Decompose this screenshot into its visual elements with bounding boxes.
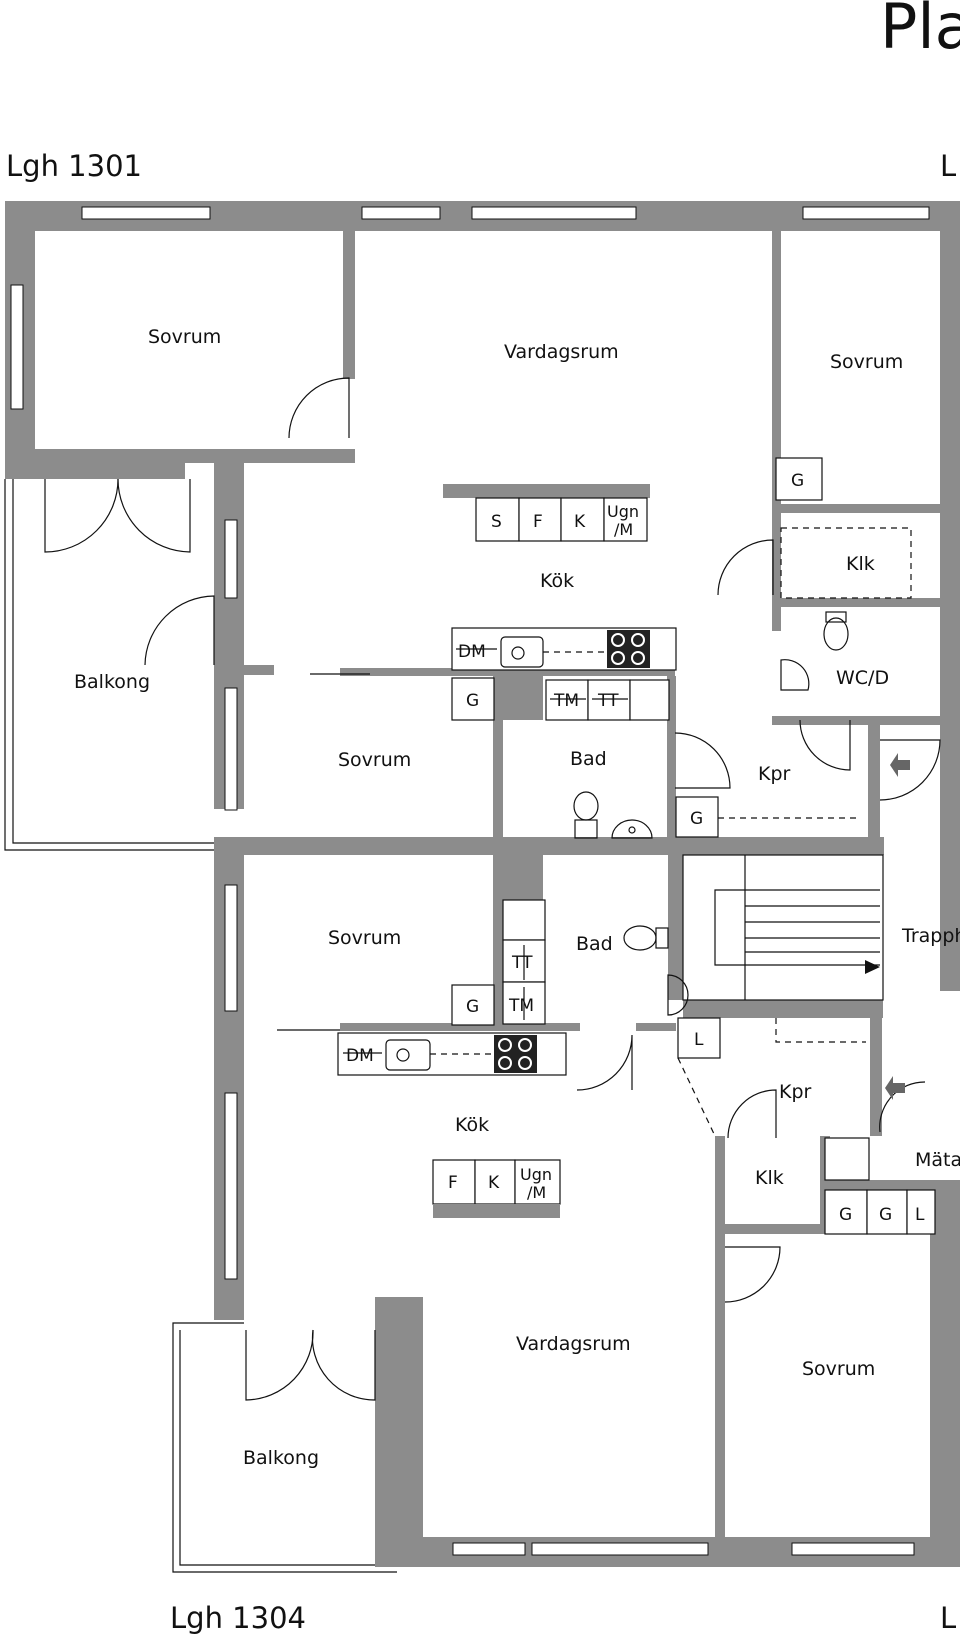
- klk-shelf-top: [780, 527, 912, 599]
- fixture-m-top: /M: [614, 520, 633, 539]
- fixture-g-5: G: [839, 1205, 852, 1225]
- room-sovrum-mid: Sovrum: [338, 749, 411, 771]
- fixture-m-lower: /M: [527, 1183, 546, 1202]
- room-bad-top: Bad: [570, 748, 607, 770]
- l-box-1: [677, 1017, 721, 1059]
- fixture-tt-top: TT: [597, 691, 619, 711]
- g-box-wardrobe-1: [775, 457, 823, 501]
- kpr-lower-dash: [677, 1057, 716, 1137]
- fixture-tm-top: TM: [553, 691, 579, 711]
- room-klk-lower: Klk: [755, 1167, 784, 1189]
- fixture-k-lower: K: [488, 1173, 500, 1193]
- laundry-lower: [502, 899, 546, 1025]
- room-balkong-top: Balkong: [74, 671, 150, 693]
- fixture-ugn-lower: Ugn: [520, 1165, 552, 1184]
- fixture-l-1: L: [694, 1030, 704, 1050]
- room-bad-lower: Bad: [576, 933, 613, 955]
- room-vardagsrum-top: Vardagsrum: [504, 341, 619, 363]
- room-kpr-lower: Kpr: [779, 1081, 812, 1103]
- kitchen-island-lower: [432, 1159, 561, 1218]
- apartment-label-top-right: L: [940, 149, 956, 183]
- windows: [10, 206, 930, 1556]
- laundry-top: [545, 679, 670, 721]
- room-kok-lower: Kök: [455, 1114, 489, 1136]
- fixture-f-top: F: [533, 512, 543, 532]
- kitchen-counter-top: [451, 627, 677, 671]
- g-box-wardrobe-2: [451, 677, 495, 721]
- apartment-label-1301: Lgh 1301: [6, 149, 142, 183]
- g-box-wardrobe-3: [675, 796, 719, 838]
- room-sovrum-lower-left: Sovrum: [328, 927, 401, 949]
- fixture-g-3: G: [690, 809, 703, 829]
- kpr-lower-shelf: [775, 1018, 866, 1043]
- wc-fixtures: [780, 611, 849, 691]
- fixture-l-2: L: [915, 1205, 925, 1225]
- balconies: [4, 479, 397, 1573]
- fixture-f-lower: F: [448, 1173, 458, 1193]
- room-balkong-lower: Balkong: [243, 1447, 319, 1469]
- room-sovrum-lower-right: Sovrum: [802, 1358, 875, 1380]
- room-sovrum-top-right: Sovrum: [830, 351, 903, 373]
- fixture-tm-lower: TM: [508, 996, 534, 1016]
- fixture-tt-lower: TT: [511, 953, 533, 973]
- storage-row: [824, 1137, 936, 1235]
- fixture-k-top: K: [574, 512, 586, 532]
- sheet-title: Pla: [880, 0, 960, 63]
- fixture-dm-lower: DM: [346, 1046, 374, 1066]
- apartment-label-1304: Lgh 1304: [170, 1601, 306, 1635]
- room-kpr-top: Kpr: [758, 763, 791, 785]
- fixture-s: S: [491, 512, 502, 532]
- room-sovrum-top-left: Sovrum: [148, 326, 221, 348]
- room-matarum: Mäta: [915, 1149, 960, 1171]
- stairwell: [682, 753, 910, 1100]
- fixture-ugn-top: Ugn: [607, 502, 639, 521]
- kitchen-island-top: [443, 484, 650, 542]
- kitchen-counter-lower: [337, 1032, 567, 1076]
- g-box-wardrobe-4: [451, 984, 495, 1026]
- top-bath-fixtures: [573, 791, 653, 839]
- fixture-g-6: G: [879, 1205, 892, 1225]
- room-klk-top: Klk: [846, 553, 875, 575]
- room-vardagsrum-lower: Vardagsrum: [516, 1333, 631, 1355]
- room-kok-top: Kök: [540, 570, 574, 592]
- room-trapphus: Trapph: [901, 925, 960, 947]
- lower-bath-fixtures: [623, 925, 689, 1016]
- fixture-g-2: G: [466, 691, 479, 711]
- fixture-dm-top: DM: [458, 642, 486, 662]
- fixture-g-1: G: [791, 471, 804, 491]
- room-wcd: WC/D: [836, 667, 889, 689]
- fixture-g-4: G: [466, 997, 479, 1017]
- apartment-label-bottom-right: L: [940, 1601, 956, 1635]
